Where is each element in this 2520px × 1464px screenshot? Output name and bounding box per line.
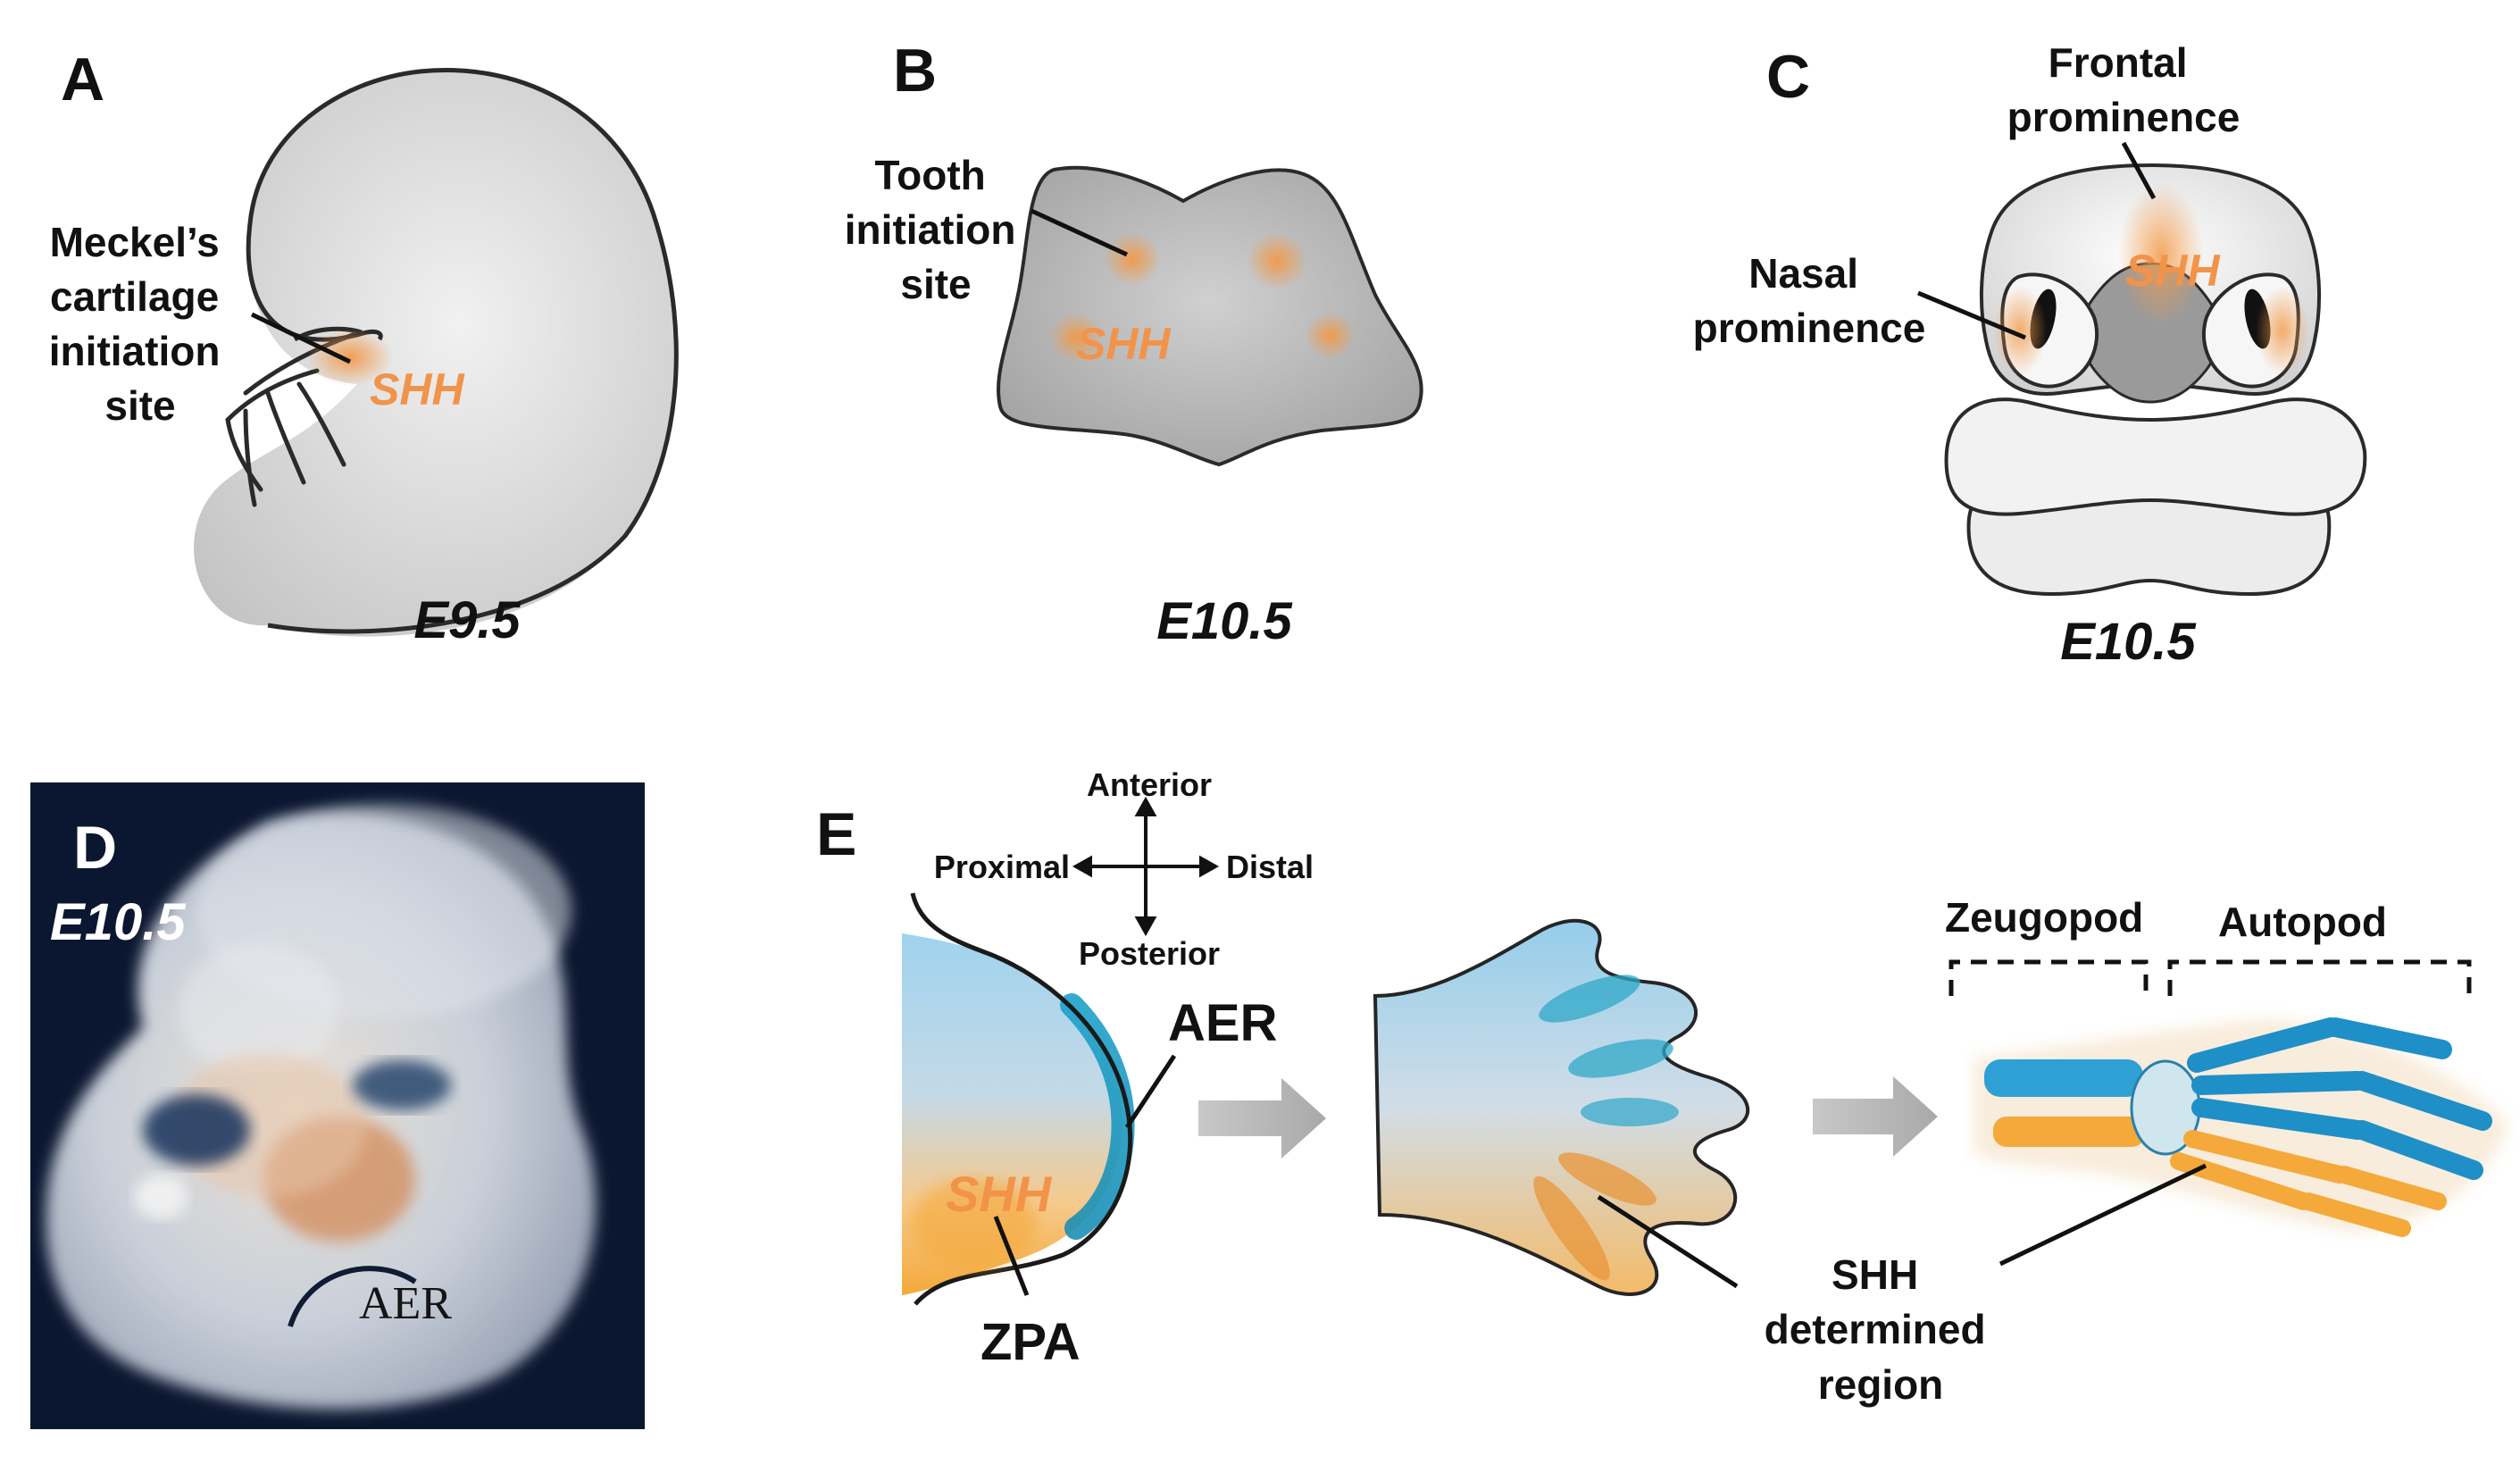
tooth-arch: [997, 165, 1423, 467]
axis-cross: [1072, 796, 1220, 937]
panel-e-letter: E: [816, 800, 856, 868]
leader-a: [250, 312, 352, 364]
axis-distal: Distal: [1226, 849, 1314, 885]
leader-region-limb: [1998, 1163, 2207, 1267]
leader-aer-e: [1124, 1054, 1177, 1129]
aer-label-e: AER: [1168, 994, 1277, 1052]
tooth-spot-3: [1049, 313, 1103, 363]
tooth-label: Tooth initiation site: [845, 152, 1027, 307]
zpa-label: ZPA: [980, 1313, 1081, 1371]
zeugopod-bracket: [1948, 959, 2149, 996]
axis-posterior: Posterior: [1079, 935, 1220, 972]
frontal-label: Frontal prominence: [2007, 39, 2240, 140]
meckels-label: Meckel’s cartilage initiation site: [49, 219, 231, 429]
nasal-label: Nasal prominence: [1693, 250, 1926, 351]
panel-c-letter: C: [1766, 43, 1810, 111]
shh-spot-nasal-left: [1993, 286, 2047, 375]
stage-a: E9.5: [413, 591, 521, 649]
panel-c: C Frontal prominence Nasal prominence SH…: [1693, 39, 2367, 671]
leader-frontal: [2121, 141, 2157, 200]
autopod-label: Autopod: [2218, 899, 2387, 945]
panel-b: B Tooth initiation site SHH E10.5: [845, 37, 1423, 650]
radius-bone: [1984, 1059, 2143, 1097]
stage-c: E10.5: [2060, 613, 2196, 671]
shh-label-b: SHH: [1076, 319, 1171, 369]
autopod-bracket: [2167, 959, 2472, 996]
axis-anterior: Anterior: [1087, 766, 1212, 803]
zpa-spot: [911, 1179, 1036, 1268]
arch-3: [265, 390, 306, 485]
ulna-bone: [1993, 1117, 2145, 1147]
shh-spot-nasal-right: [2256, 286, 2309, 375]
progress-arrow-1: [1198, 1078, 1326, 1159]
mature-limb: [1973, 1017, 2509, 1237]
photo-dark-spot-2: [353, 1060, 451, 1110]
stage-d: E10.5: [50, 893, 186, 951]
shh-spot-frontal: [2118, 183, 2204, 326]
leader-zpa: [993, 1216, 1030, 1296]
arch-5: [243, 408, 257, 507]
leader-b: [1030, 208, 1129, 257]
leader-nasal: [1917, 290, 2026, 340]
panel-a-letter: A: [61, 46, 104, 113]
shh-label-a: SHH: [370, 364, 464, 414]
face-jaw-mid: [1944, 397, 2367, 516]
digit-condensation-1: [1539, 975, 1640, 1023]
embryo-a-body: [194, 70, 677, 637]
embryo-a-outline: [246, 68, 679, 634]
digit-condensation-2: [1568, 1039, 1673, 1078]
tooth-spot-1: [1104, 232, 1161, 286]
panel-e: E Anterior Posterior Proximal Distal AER…: [816, 766, 2509, 1408]
leader-region-hand: [1597, 1194, 1739, 1289]
aer-label-d: AER: [359, 1278, 452, 1329]
panel-d-letter: D: [73, 814, 117, 882]
shh-label-c: SHH: [2125, 246, 2220, 296]
photo-eye-region: [179, 942, 339, 1076]
digit-condensation-4: [1558, 1152, 1656, 1206]
shh-label-e: SHH: [946, 1166, 1053, 1222]
stage-b: E10.5: [1156, 592, 1292, 650]
photo-white-spot: [134, 1175, 188, 1219]
limb-bud-outline: [910, 892, 1133, 1306]
digit-condensation-5: [1533, 1175, 1610, 1281]
axis-proximal: Proximal: [934, 849, 1070, 885]
arch-4: [296, 381, 346, 467]
panel-a: A Meckel’s cartilage initiation site SHH…: [49, 46, 679, 649]
panel-d: D E10.5 AER: [30, 782, 645, 1429]
zeugopod-label: Zeugopod: [1945, 894, 2143, 941]
shh-spot-a: [307, 329, 393, 386]
shh-region-label: SHH determined region: [1765, 1251, 1998, 1408]
tooth-spot-4: [1306, 313, 1356, 359]
digit-condensation-3: [1581, 1098, 1679, 1126]
photo-aer-arc: [288, 1266, 417, 1327]
panel-b-letter: B: [893, 37, 937, 105]
photo-dark-spot-1: [143, 1094, 250, 1166]
tooth-spot-2: [1247, 232, 1307, 289]
progress-arrow-2: [1813, 1076, 1938, 1157]
blue-digits: [2187, 1017, 2492, 1180]
